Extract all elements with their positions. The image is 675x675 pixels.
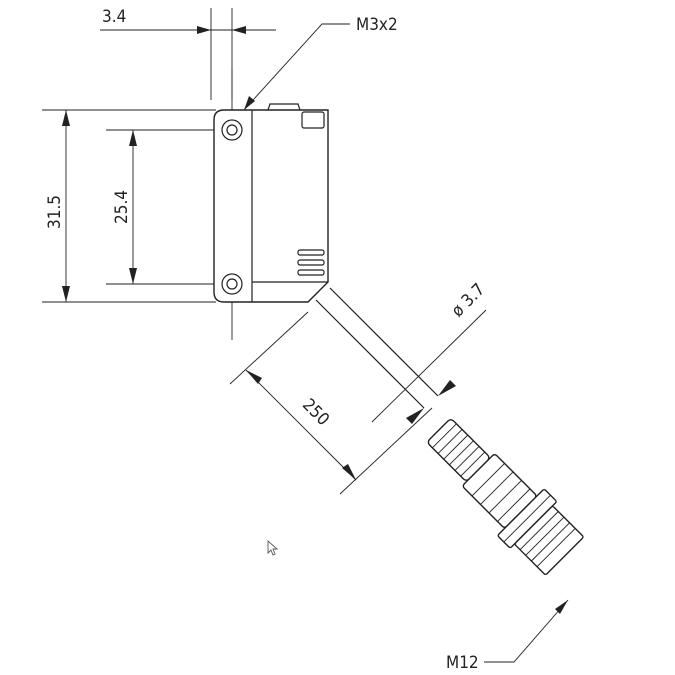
cable-diameter-label: ø 3.7	[448, 280, 489, 321]
connector-label: M12	[446, 653, 479, 673]
screw-callout: M3x2	[243, 15, 398, 111]
dim-flange-offset: 3.4	[100, 7, 276, 100]
connector-callout: M12	[446, 599, 569, 673]
mouse-cursor-icon	[267, 539, 279, 556]
dim-hole-spacing: 25.4	[106, 129, 232, 285]
sensor-body	[170, 70, 329, 340]
cable-length-label: 250	[298, 395, 333, 430]
screw-callout-label: M3x2	[356, 15, 398, 35]
flange-offset-label: 3.4	[102, 7, 126, 27]
body-height-label: 31.5	[45, 195, 65, 229]
hole-spacing-label: 25.4	[112, 190, 132, 224]
dim-body-height: 31.5	[42, 109, 216, 303]
dim-cable-diameter: ø 3.7	[371, 280, 489, 424]
cable	[315, 287, 439, 409]
dim-cable-length: 250	[229, 311, 433, 495]
m12-connector	[427, 419, 584, 576]
